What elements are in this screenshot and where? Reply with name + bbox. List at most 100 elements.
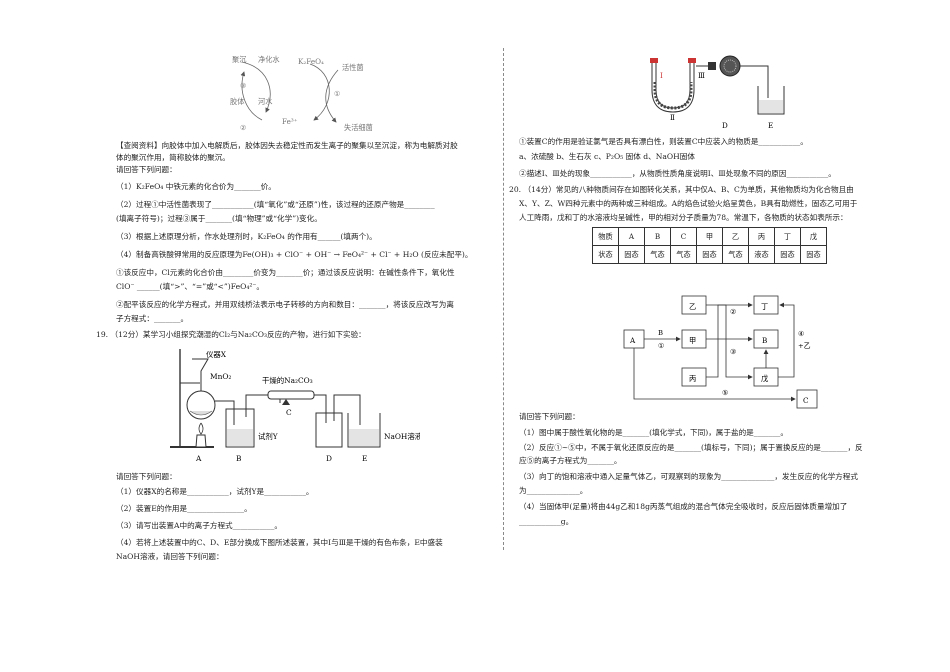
- text-line: （3）请写出装置A中的离子方程式___________。: [116, 521, 282, 530]
- u-tube-label: Ⅰ: [660, 71, 663, 80]
- apparatus-label: 仪器X: [206, 350, 227, 359]
- question-20-heading: 20. （14分）常见的八种物质间存在如图转化关系，其中仅A、B、C为单质，其他…: [509, 185, 854, 194]
- apparatus-diagram: 仪器X MnO₂ 干燥的Na₂CO₃ 试剂Y NaOH溶液 A B C D E: [170, 349, 420, 463]
- table-cell: 固态: [618, 245, 645, 264]
- cycle-label: ③: [240, 81, 246, 90]
- text-line: 人工降雨，戊和丁的水溶液均呈碱性，甲的相对分子质量为78。常温下，各物质的状态如…: [519, 213, 848, 222]
- u-tube-label: Ⅱ: [670, 113, 675, 122]
- text-line: （1）仪器X的名称是___________，试剂Y是___________。: [116, 487, 314, 496]
- text-line: （1）图中属于酸性氧化物的是_______(填化学式，下同)，属于盐的是____…: [519, 428, 788, 437]
- apparatus-label: A: [195, 454, 202, 463]
- table-cell: 戊: [800, 227, 827, 246]
- cycle-label: ①: [334, 89, 340, 98]
- flow-box-label: 乙: [689, 302, 696, 311]
- table-row: 状态 固态 气态 气态 固态 气态 液态 固态 固态: [592, 245, 827, 264]
- apparatus-label: D: [326, 454, 332, 463]
- flow-arrow-label: ②: [730, 308, 736, 316]
- table-cell: 固态: [696, 245, 723, 264]
- text-line: 请回答下列问题：: [116, 472, 177, 481]
- table-cell: 液态: [748, 245, 775, 264]
- text-line: ClO⁻ ______(填“>”、“=”或“<”)FeO₄²⁻。: [116, 282, 265, 291]
- apparatus-label: NaOH溶液: [384, 432, 420, 441]
- flow-box-label: B: [762, 336, 767, 345]
- cycle-label: 活性菌: [342, 63, 364, 72]
- u-tube-label: Ⅲ: [698, 71, 705, 80]
- u-tube-label: E: [768, 121, 773, 130]
- text-line: ②配平该反应的化学方程式，并用双线桥法表示电子转移的方向和数目：_______，…: [116, 300, 454, 309]
- text-line: a、浓硫酸 b、生石灰 c、P₂O₅ 固体 d、NaOH固体: [519, 152, 695, 161]
- flow-box-label: 甲: [689, 336, 696, 345]
- table-row: 物质 A B C 甲 乙 丙 丁 戊: [592, 227, 827, 246]
- table-cell: 乙: [722, 227, 749, 246]
- table-cell: 气态: [644, 245, 671, 264]
- flow-arrow-label: ④: [798, 330, 804, 338]
- text-line: （4）若将上述装置中的C、D、E部分换成下图所述装置，其中Ⅰ与Ⅲ是干燥的有色布条…: [116, 538, 443, 547]
- table-cell: A: [618, 227, 645, 246]
- apparatus-label: MnO₂: [210, 372, 231, 381]
- text-line: （2）反应①~⑤中，不属于氧化还原反应的是_______(填标号，下同)；属于置…: [519, 443, 863, 452]
- state-table: 物质 A B C 甲 乙 丙 丁 戊 状态 固态 气态 气态 固态 气态 液态 …: [592, 227, 827, 264]
- flow-box-label: A: [629, 336, 636, 345]
- text-line: 应⑤的离子方程式为_______。: [519, 456, 622, 465]
- apparatus-label: C: [286, 408, 292, 417]
- text-line: （3）根据上述原理分析，作水处理剂时，K₂FeO₄ 的作用有______(填两个…: [116, 232, 377, 241]
- table-cell: C: [670, 227, 697, 246]
- conversion-flow-diagram: A B C 甲 乙 丙 丁 戊 B ① ② ③ ④ +乙 ⑤: [623, 295, 818, 409]
- water-treatment-cycle-diagram: 聚沉 净化水 K₂FeO₄ 活性菌 ③ 胶体 河水 ① ② Fe³⁺ 失活细菌: [230, 55, 373, 132]
- text-line: 体的聚沉作用，简称胶体的聚沉。: [116, 153, 230, 162]
- text-line: ②描述Ⅰ、Ⅲ处的现象___________，从物质性质角度说明Ⅰ、Ⅲ处现象不同的…: [519, 169, 836, 178]
- cycle-label: 净化水: [258, 55, 280, 64]
- flow-arrow-label: ③: [730, 348, 736, 356]
- table-cell: 固态: [774, 245, 801, 264]
- question-19-heading: 19. （12分）某学习小组探究潮湿的Cl₂与Na₂CO₃反应的产物，进行如下实…: [96, 330, 366, 339]
- flow-arrow-label: B: [658, 329, 663, 337]
- text-line: ①该反应中，Cl元素的化合价由________价变为_______价；通过该反应…: [116, 268, 455, 277]
- apparatus-label: E: [362, 454, 367, 463]
- text-line: NaOH溶液，请回答下列问题：: [116, 552, 224, 561]
- u-tube-apparatus-diagram: Ⅰ Ⅲ Ⅱ D E: [650, 55, 785, 130]
- flow-arrow-label: ①: [658, 342, 664, 350]
- text-line: 子方程式：_______。: [116, 314, 189, 323]
- cycle-label: 失活细菌: [344, 123, 373, 132]
- text-line: （3）向丁的饱和溶液中通入足量气体乙，可观察到的现象为_____________…: [519, 472, 858, 481]
- table-cell: B: [644, 227, 671, 246]
- text-line: X、Y、Z、W四种元素中的两种或三种组成。A的焰色试验火焰呈黄色，B具有助燃性，…: [519, 199, 858, 208]
- flow-box-label: 戊: [761, 374, 768, 383]
- text-line: 请回答下列问题：: [519, 412, 580, 421]
- table-cell: 状态: [592, 245, 619, 264]
- cycle-label: K₂FeO₄: [298, 57, 324, 66]
- table-cell: 物质: [592, 227, 619, 246]
- table-cell: 气态: [670, 245, 697, 264]
- flow-arrow-label: ⑤: [722, 389, 728, 397]
- text-line: 【查阅资料】向胶体中加入电解质后，胶体因失去稳定性而发生离子的聚集以至沉淀，称为…: [116, 141, 458, 150]
- text-line: ①装置C的作用是验证氯气是否具有漂白性，则装置C中应装入的物质是________…: [519, 137, 808, 146]
- text-line: （4）当固体甲(足量)将由44g乙和18g丙蒸气组成的混合气体完全吸收时，反应后…: [519, 502, 848, 511]
- apparatus-label: B: [236, 454, 241, 463]
- text-line: （2）装置E的作用是_______________。: [116, 504, 252, 513]
- cycle-label: ②: [240, 123, 246, 132]
- text-line: 为______________。: [519, 486, 588, 495]
- text-line: (填离子符号)；过程③属于_______(填“物理”或“化学”)变化。: [116, 214, 322, 223]
- cycle-label: 河水: [258, 97, 272, 106]
- u-tube-label: D: [722, 121, 728, 130]
- table-cell: 气态: [722, 245, 749, 264]
- text-line: ___________g。: [519, 517, 574, 526]
- text-line: 请回答下列问题：: [116, 165, 177, 174]
- table-cell: 固态: [800, 245, 827, 264]
- table-cell: 丁: [774, 227, 801, 246]
- text-line: （2）过程①中活性菌表现了___________(填“氧化”或“还原”)性，该过…: [116, 200, 435, 209]
- flow-box-label: 丙: [689, 374, 696, 383]
- cycle-label: 聚沉: [232, 55, 246, 64]
- table-cell: 甲: [696, 227, 723, 246]
- column-divider: [503, 48, 504, 550]
- flow-box-label: C: [803, 396, 809, 405]
- cycle-label: Fe³⁺: [282, 117, 298, 126]
- table-cell: 丙: [748, 227, 775, 246]
- text-line: （1）K₂FeO₄ 中铁元素的化合价为_______价。: [116, 182, 276, 191]
- text-line: （4）制备高铁酸钾常用的反应原理为Fe(OH)₃ + ClO⁻ + OH⁻ → …: [116, 250, 473, 259]
- apparatus-label: 试剂Y: [258, 432, 278, 441]
- flow-box-label: 丁: [761, 302, 768, 311]
- flow-arrow-label: +乙: [798, 342, 811, 350]
- apparatus-label: 干燥的Na₂CO₃: [262, 376, 313, 385]
